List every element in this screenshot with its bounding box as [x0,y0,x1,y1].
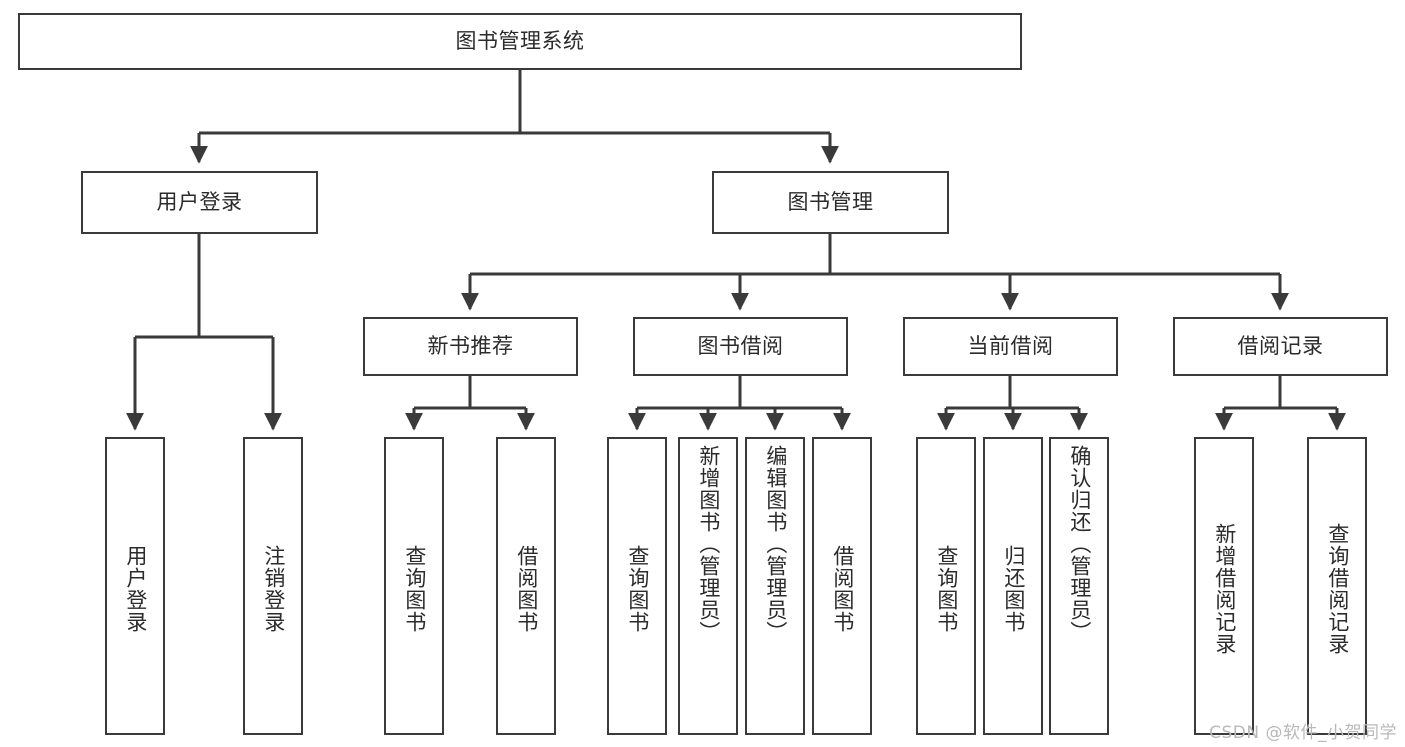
node-label: 当前借阅 [967,333,1054,358]
node-leaf-edit-book-admin[interactable]: 编辑图书（管理员） [745,437,805,735]
node-label: 图书管理 [787,189,874,214]
node-label: 用户登录 [123,545,148,633]
node-label: 借阅图书 [830,545,855,633]
node-user-login[interactable]: 用户登录 [81,171,318,234]
node-label: 查询借阅记录 [1325,523,1350,655]
node-label: 新增图书（管理员） [696,445,721,643]
node-label: 归还图书 [1001,545,1026,633]
node-label: 图书借阅 [697,333,784,358]
node-leaf-borrow-book[interactable]: 借阅图书 [812,437,872,735]
node-current-borrowing[interactable]: 当前借阅 [903,317,1118,376]
node-book-management[interactable]: 图书管理 [712,171,949,234]
node-label: 确认归还（管理员） [1067,445,1092,643]
node-leaf-query-book-borrow[interactable]: 查询图书 [607,437,667,735]
node-new-book-recommendation[interactable]: 新书推荐 [363,317,578,376]
node-label: 查询图书 [934,545,959,633]
node-leaf-add-borrow-record[interactable]: 新增借阅记录 [1194,437,1254,735]
node-label: 查询图书 [402,545,427,633]
node-label: 借阅图书 [514,545,539,633]
node-leaf-query-book-current[interactable]: 查询图书 [916,437,976,735]
node-leaf-logout[interactable]: 注销登录 [243,437,303,735]
node-leaf-add-book-admin[interactable]: 新增图书（管理员） [678,437,738,735]
node-leaf-confirm-return-admin[interactable]: 确认归还（管理员） [1049,437,1109,735]
node-book-borrowing[interactable]: 图书借阅 [633,317,848,376]
node-label: 新增借阅记录 [1212,523,1237,655]
node-label: 用户登录 [156,189,243,214]
node-label: 图书管理系统 [455,28,585,53]
node-leaf-user-login[interactable]: 用户登录 [105,437,165,735]
node-label: 编辑图书（管理员） [763,445,788,643]
node-label: 借阅记录 [1237,333,1324,358]
node-label: 新书推荐 [427,333,514,358]
node-root-book-management-system[interactable]: 图书管理系统 [18,13,1022,70]
node-label: 注销登录 [261,545,286,633]
node-leaf-query-borrow-record[interactable]: 查询借阅记录 [1307,437,1367,735]
node-leaf-borrow-book-rec[interactable]: 借阅图书 [496,437,556,735]
csdn-watermark: CSDN @软件_小贺同学 [1209,723,1397,743]
node-label: 查询图书 [625,545,650,633]
node-borrowing-record[interactable]: 借阅记录 [1173,317,1388,376]
node-leaf-query-book-rec[interactable]: 查询图书 [384,437,444,735]
node-leaf-return-book[interactable]: 归还图书 [983,437,1043,735]
